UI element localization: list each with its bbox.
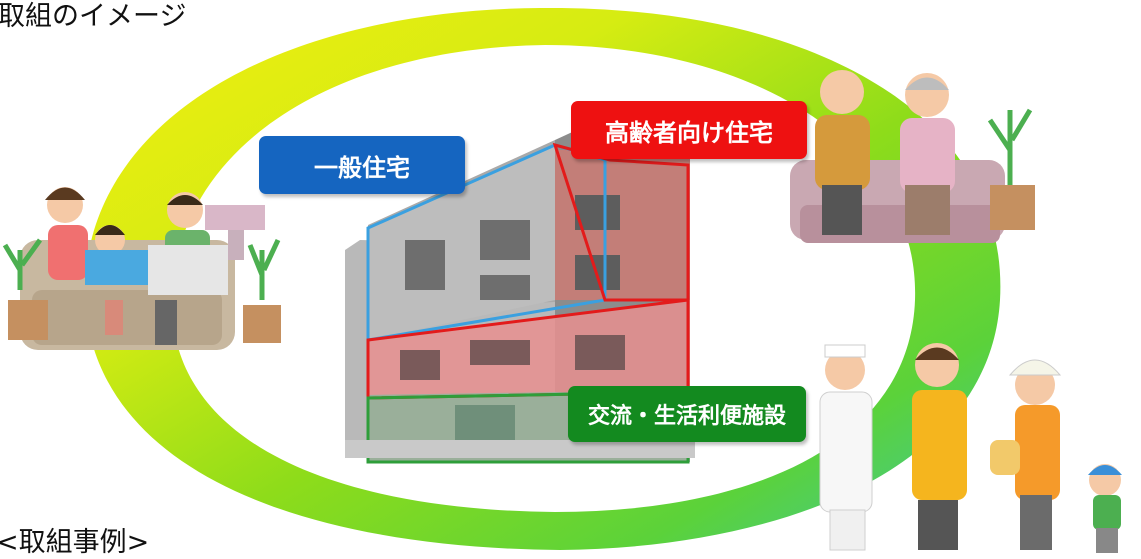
- section-heading: <取組事例>: [0, 527, 150, 558]
- page-title: 取組のイメージ: [0, 1, 187, 32]
- general-housing-text: 一般住宅: [314, 153, 410, 182]
- community-people-illustration: [819, 343, 1122, 553]
- family-illustration: [2, 187, 281, 350]
- elderly-housing-label: 高齢者向け住宅: [571, 101, 807, 159]
- general-housing-label: 一般住宅: [259, 136, 465, 194]
- elderly-housing-text: 高齢者向け住宅: [605, 118, 773, 147]
- exchange-facility-text: 交流・生活利便施設: [587, 404, 786, 429]
- elderly-couple-illustration: [790, 70, 1035, 243]
- exchange-facility-label: 交流・生活利便施設: [568, 386, 806, 442]
